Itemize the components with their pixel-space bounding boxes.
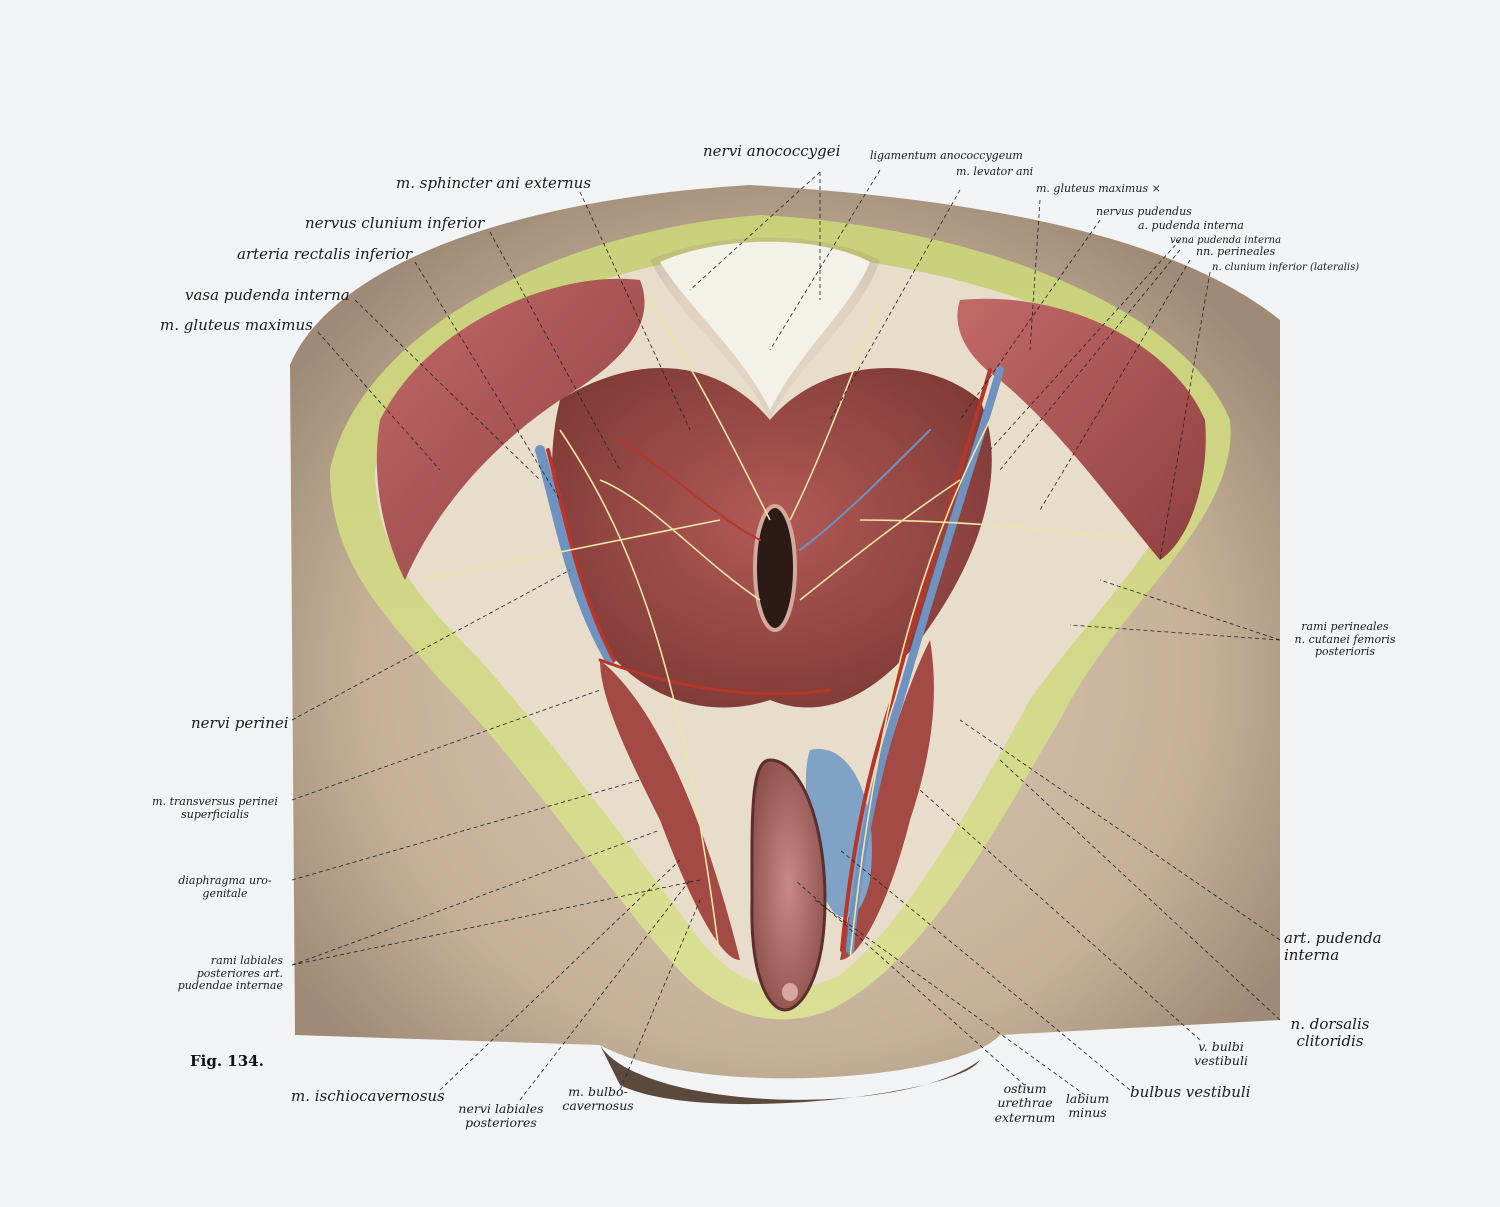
label-rami-labiales-line3: pudendae internae <box>177 979 283 993</box>
label-rami-perineales-line2: n. cutanei femoris <box>1294 632 1396 646</box>
label-nervi-labiales-line1: nervi labiales <box>458 1101 544 1116</box>
label-ostium-urethrae-externum: ostium urethrae externum <box>990 1081 1060 1125</box>
label-v-bulbi-line1: v. bulbi <box>1198 1039 1244 1054</box>
label-rami-perineales-line1: rami perineales <box>1301 620 1389 633</box>
label-m-gluteus-maximus-x: m. gluteus maximus × <box>1036 182 1161 195</box>
label-n-clunium-inferior-lateralis: n. clunium inferior (lateralis) <box>1212 262 1360 273</box>
label-nervi-labiales-posteriores: nervi labiales posteriores <box>446 1101 556 1131</box>
label-m-bulbo-line2: cavernosus <box>562 1098 634 1114</box>
label-diaphragma-line1: diaphragma uro- <box>178 874 272 887</box>
label-nervi-anococcygei: nervi anococcygei <box>703 142 841 160</box>
label-m-transversus-line2: superficialis <box>181 807 249 821</box>
label-labium-line2: minus <box>1068 1105 1107 1121</box>
label-vasa-pudenda-interna: vasa pudenda interna <box>185 286 350 304</box>
gluteus-maximus-left <box>376 278 645 580</box>
label-a-pudenda-interna: a. pudenda interna <box>1138 219 1244 232</box>
label-labium-line1: labium <box>1065 1091 1110 1106</box>
leader-lines <box>291 169 1281 1101</box>
vulva <box>750 758 827 1012</box>
label-m-sphincter-ani-externus: m. sphincter ani externus <box>396 174 592 192</box>
label-diaphragma-line2: genitale <box>202 886 248 900</box>
label-rami-perineales: rami perineales n. cutanei femoris poste… <box>1290 620 1400 659</box>
label-arteria-rectalis-inferior: arteria rectalis inferior <box>237 245 413 263</box>
label-m-bulbocavernosus: m. bulbo- cavernosus <box>558 1084 638 1114</box>
gluteus-maximus-right <box>957 298 1206 560</box>
label-ostium-line1: ostium <box>1003 1081 1047 1096</box>
label-art-pudenda-line1: art. pudenda <box>1284 929 1382 947</box>
label-nervi-perinei: nervi perinei <box>191 714 289 732</box>
label-m-transversus-line1: m. transversus perinei <box>152 795 278 808</box>
ischiocavernosus-left <box>600 660 740 960</box>
label-ligamentum-anococcygeum: ligamentum anococcygeum <box>870 149 1023 162</box>
figure-label: Fig. 134. <box>190 1052 264 1070</box>
nerves <box>419 299 1141 961</box>
label-bulbus-vestibuli: bulbus vestibuli <box>1130 1083 1251 1101</box>
anus <box>753 504 797 632</box>
label-m-bulbo-line1: m. bulbo- <box>568 1084 628 1099</box>
label-rami-perineales-line3: posterioris <box>1314 645 1376 659</box>
label-diaphragma-urogenitale: diaphragma uro- genitale <box>160 874 290 900</box>
label-m-gluteus-maximus: m. gluteus maximus <box>160 316 313 334</box>
label-rami-labiales-line2: posteriores art. <box>196 966 283 980</box>
label-m-ischiocavernosus: m. ischiocavernosus <box>291 1087 445 1105</box>
label-nervus-pudendus: nervus pudendus <box>1096 205 1192 218</box>
label-art-pudenda-interna: art. pudenda interna <box>1284 929 1382 965</box>
label-nervi-labiales-line2: posteriores <box>465 1115 537 1131</box>
label-n-dorsalis-line2: clitoridis <box>1296 1032 1364 1051</box>
label-m-levator-ani: m. levator ani <box>956 165 1034 178</box>
label-art-pudenda-line2: interna <box>1284 946 1340 965</box>
label-vena-pudenda-interna: vena pudenda interna <box>1170 235 1282 246</box>
label-rami-labiales-line1: rami labiales <box>210 954 283 967</box>
label-ostium-line2: urethrae <box>997 1095 1053 1111</box>
label-rami-labiales: rami labiales posteriores art. pudendae … <box>140 954 283 993</box>
label-nervus-clunium-inferior: nervus clunium inferior <box>305 214 485 232</box>
label-n-dorsalis-clitoridis: n. dorsalis clitoridis <box>1280 1015 1380 1051</box>
label-n-dorsalis-line1: n. dorsalis <box>1290 1015 1370 1033</box>
label-ostium-line3: externum <box>994 1109 1056 1125</box>
label-v-bulbi-line2: vestibuli <box>1194 1053 1248 1069</box>
label-v-bulbi-vestibuli: v. bulbi vestibuli <box>1186 1039 1256 1069</box>
label-m-transversus-perinei: m. transversus perinei superficialis <box>140 795 290 821</box>
label-nn-perineales: nn. perineales <box>1196 245 1276 258</box>
label-labium-minus: labium minus <box>1060 1091 1115 1121</box>
